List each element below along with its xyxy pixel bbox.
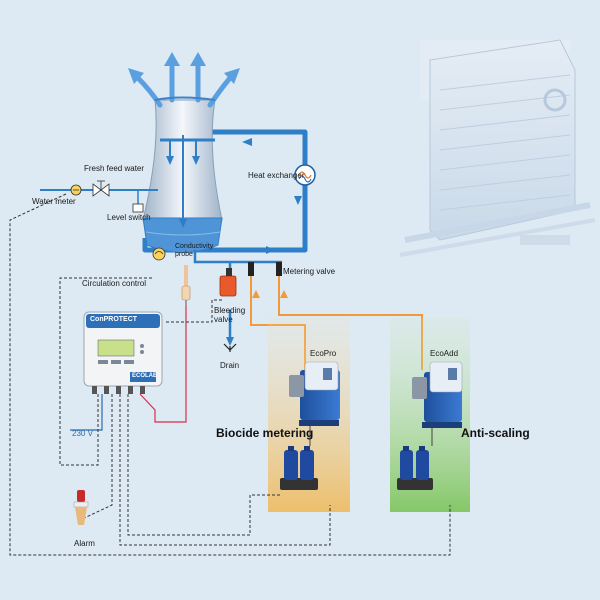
water-meter-label: Water meter — [32, 197, 76, 206]
level-switch-label: Level switch — [107, 213, 151, 222]
voltage-label: 230 V — [72, 429, 93, 438]
drain-label: Drain — [220, 361, 240, 370]
airflow-arrow-icon — [135, 62, 233, 108]
biocide-metering-label: Biocide metering — [216, 426, 314, 440]
probe-cable — [139, 306, 187, 423]
signal-lines — [9, 193, 451, 556]
drain-icon — [223, 343, 237, 352]
ecopro-pump — [289, 361, 340, 426]
biocide-canisters — [280, 446, 318, 490]
bleeding-valve — [219, 268, 237, 297]
flow-arrow-up — [294, 196, 302, 205]
alarm-beacon-icon — [73, 490, 89, 525]
heat-exchanger-label: Heat exchanger — [248, 171, 305, 180]
circulation-control-label: Circulation control — [82, 279, 147, 288]
anti-scaling-label: Anti-scaling — [461, 426, 530, 440]
cooling-tower — [142, 99, 223, 253]
heat-exchanger-icon — [294, 164, 316, 186]
circulation-pipe-loop — [142, 129, 308, 253]
level-switch-icon — [132, 203, 144, 213]
conductivity-probe — [181, 265, 191, 306]
ecopro-label: EcoPro — [310, 349, 337, 358]
conductivity-probe-sensor — [152, 247, 166, 261]
background-cooling-unit — [399, 39, 596, 257]
flow-arrow-right — [266, 246, 275, 254]
metering-valve-label: Metering valve — [283, 267, 336, 276]
antiscale-canisters — [397, 446, 433, 490]
fresh-feed-water-label: Fresh feed water — [84, 164, 145, 173]
valve-icon — [92, 180, 110, 197]
ecoadd-label: EcoAdd — [430, 349, 459, 358]
alarm-label: Alarm — [74, 539, 95, 548]
metering-valve-injectors — [248, 262, 282, 276]
conprotect-controller — [83, 311, 163, 394]
water-meter-icon — [70, 184, 82, 196]
ecoadd-pump — [412, 361, 463, 428]
conductivity-probe-label: Conductivity probe — [175, 243, 214, 258]
controller-name: ConPROTECT — [90, 316, 138, 323]
controller-brand: ECOLAB — [132, 373, 158, 379]
power-line — [70, 394, 103, 431]
bleeding-valve-label: Bleeding valve — [214, 306, 246, 324]
flow-arrow-left — [242, 138, 252, 146]
